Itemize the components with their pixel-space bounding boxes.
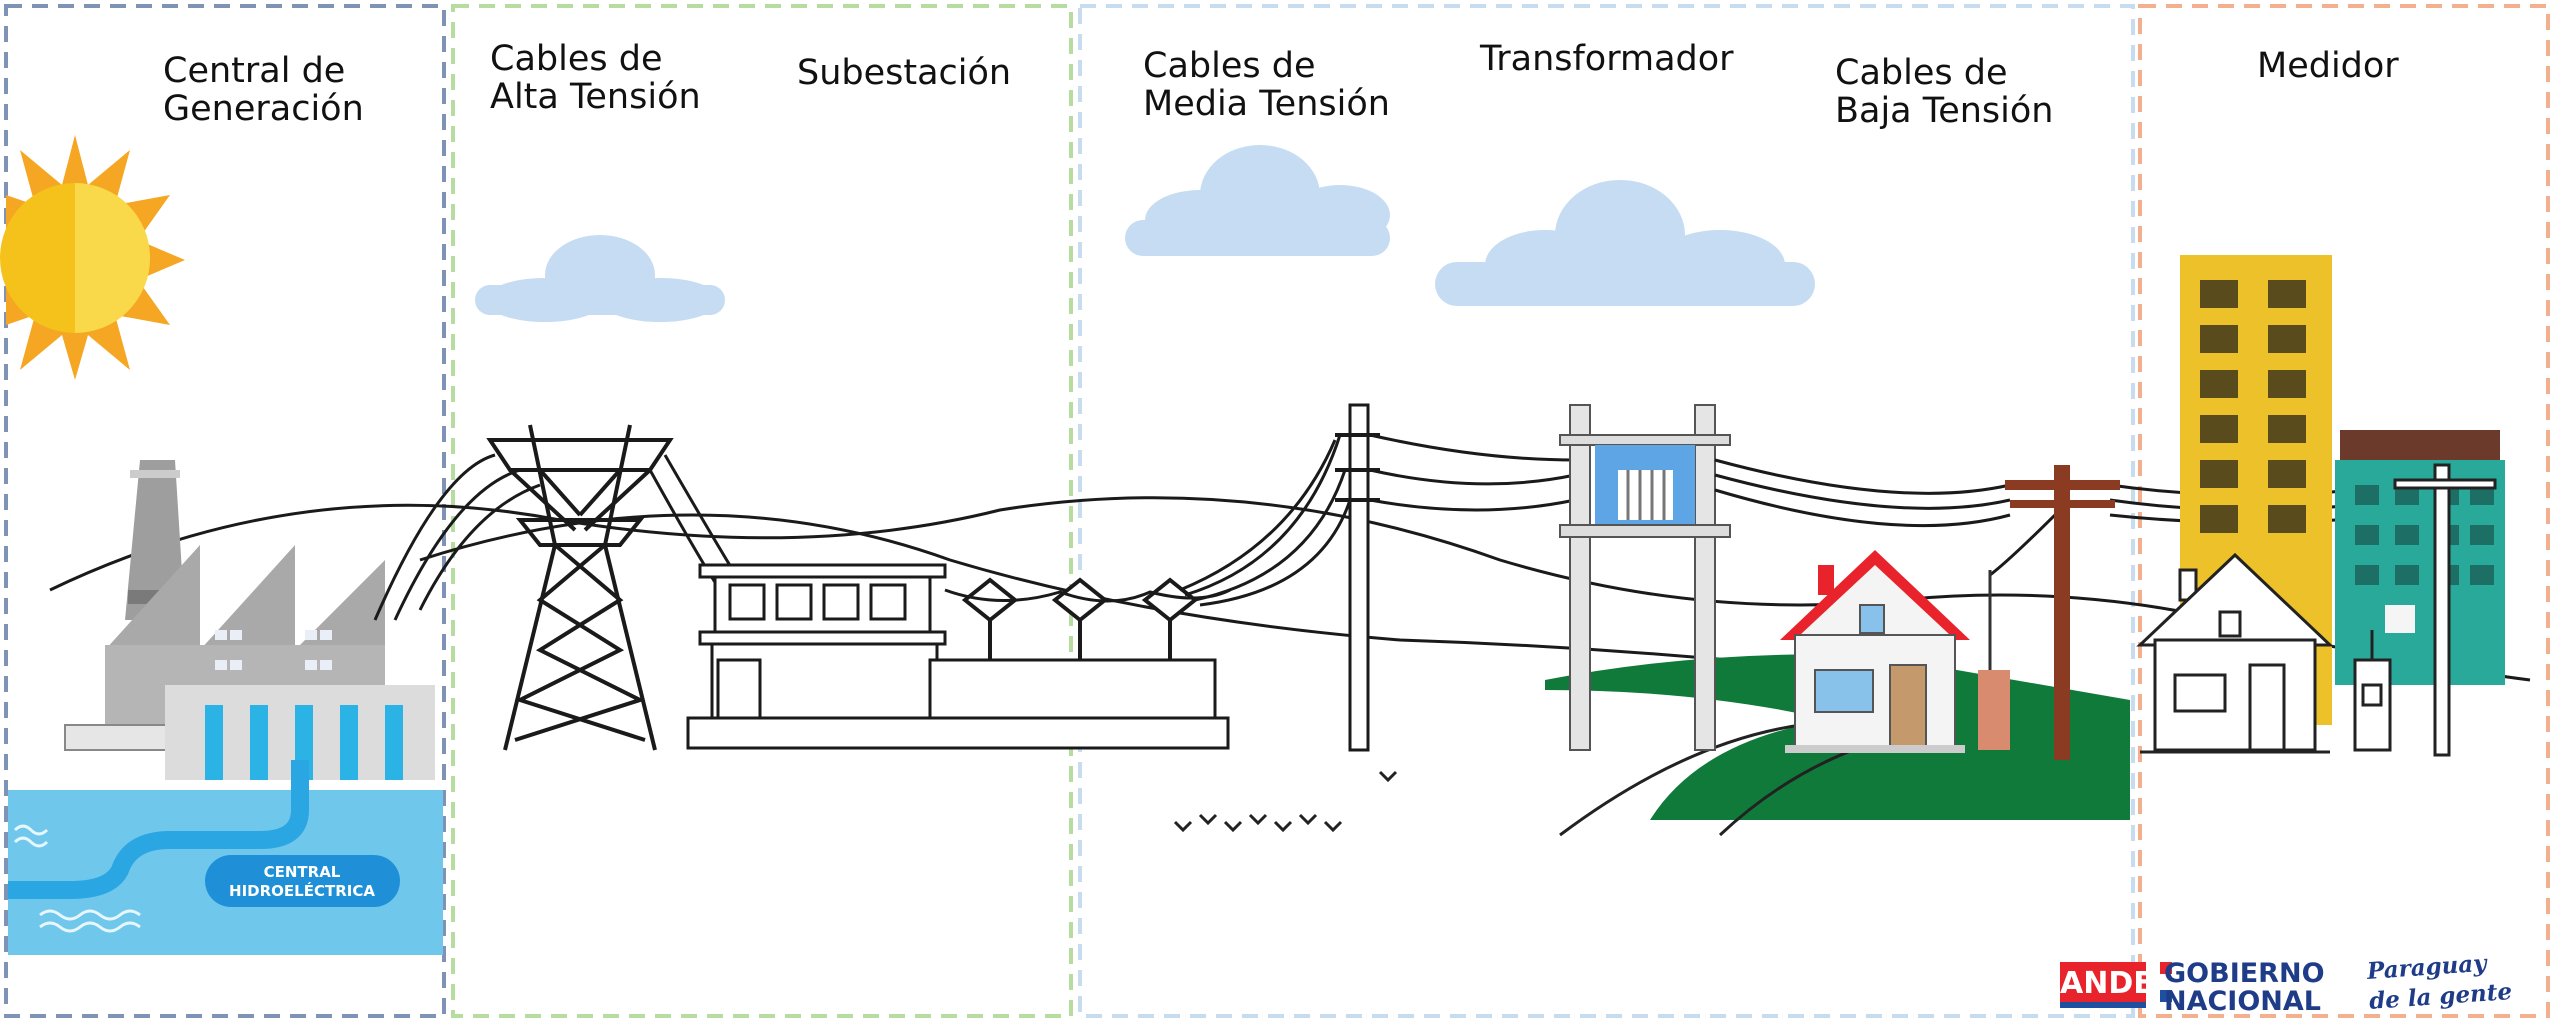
small-house-icon [2136,552,2334,754]
label-substation: Subestación [797,53,1012,93]
plant-badge-line2: HIDROELÉCTRICA [229,881,375,900]
substation-building [686,563,1230,750]
house-icon [1780,550,1970,753]
water-waves [13,824,141,933]
label-generation: Central de Generación [163,51,364,129]
panel-generation [4,4,446,1018]
cloud-icon [1435,180,1815,306]
transformer-structure [1559,404,1731,751]
label-lv-cables: Cables de Baja Tensión [1835,53,2054,131]
water-pipe [8,760,309,899]
substation-insulators [944,577,1231,660]
label-transformer: Transformador [1480,39,1734,79]
meter-pole [2353,463,2497,757]
gobierno-square-blue [2160,990,2172,1002]
panel-transmission [451,4,1073,1018]
cloud-icon [1125,145,1390,256]
cloud-icon [475,235,725,322]
ande-logo-bar [2060,1002,2146,1008]
apartment-building-teal [2335,430,2505,685]
panel-distribution [1078,4,2135,1018]
paraguay-de-la-gente-logo: Paraguay de la gente [2366,949,2513,1015]
gobierno-square-red [2160,962,2172,974]
label-meter: Medidor [2257,46,2399,86]
medium-voltage-pole [1335,403,1380,752]
panel-meter [2138,4,2550,1018]
medium-voltage-cables [1179,433,1576,607]
plant-badge: CENTRAL HIDROELÉCTRICA [205,855,400,907]
power-plant-building [64,460,435,780]
ground-marks [1173,770,1398,833]
transmission-tower [486,424,674,751]
meter-box [1978,670,2010,750]
label-hv-cables: Cables de Alta Tensión [490,39,701,117]
ande-logo: ANDE [2060,962,2154,1006]
sun-icon [0,135,185,380]
low-voltage-pole [2005,465,2120,760]
high-voltage-cables [373,453,747,621]
label-mv-cables: Cables de Media Tensión [1143,46,1390,124]
plant-badge-line1: CENTRAL [264,863,341,881]
gobierno-nacional-logo: GOBIERNO NACIONAL [2164,958,2325,1017]
